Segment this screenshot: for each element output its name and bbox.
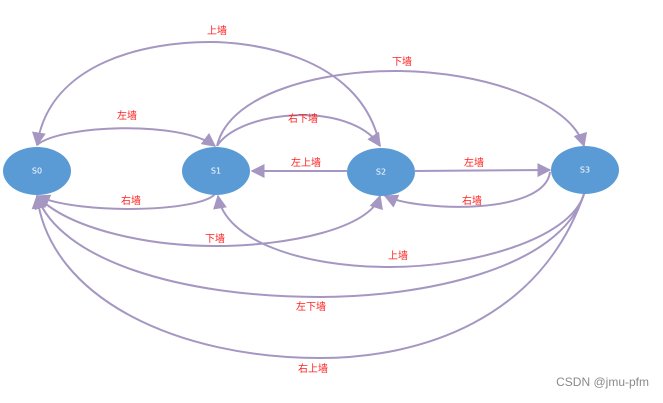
edge-label-s0-s1: 左墙 xyxy=(117,109,137,122)
edge-s1-s0-right-wall xyxy=(35,193,216,210)
edge-s2-s3-left-wall xyxy=(414,163,552,178)
edge-label-s3-s0-left-down: 左下墙 xyxy=(296,300,326,313)
edge-label-s3-s1: 上墙 xyxy=(388,249,408,262)
edge-s0-s2-down-wall xyxy=(36,194,383,248)
node-s2-label: S2 xyxy=(376,168,386,177)
edge-label-s0-s2: 下墙 xyxy=(205,232,225,245)
node-s3-label: S3 xyxy=(580,166,590,175)
edge-s3-s2-right-wall xyxy=(383,171,551,208)
edge-s3-s0-right-up-wall xyxy=(31,193,585,360)
node-s0[interactable]: S0 xyxy=(3,147,71,195)
node-s0-label: S0 xyxy=(32,167,42,176)
edge-label-s2-s1: 左上墙 xyxy=(291,156,321,169)
edge-s1-s3-down-wall xyxy=(216,69,588,148)
edge-label-s3-s0-right-up: 右上墙 xyxy=(298,362,328,375)
node-s1-label: S1 xyxy=(211,167,221,176)
edge-s1-s2-right-down-wall xyxy=(216,114,381,148)
edge-s2-s0-up-wall xyxy=(32,40,381,147)
watermark: CSDN @jmu-pfm xyxy=(556,375,649,389)
node-s3[interactable]: S3 xyxy=(551,146,619,194)
node-s2[interactable]: S2 xyxy=(347,148,415,196)
edge-label-s3-s2: 右墙 xyxy=(462,194,482,207)
edge-label-s2-s3: 左墙 xyxy=(464,156,484,169)
edge-label-s2-s0: 上墙 xyxy=(207,24,227,37)
edge-label-s1-s0: 右墙 xyxy=(121,194,141,207)
edge-label-s1-s2: 右下墙 xyxy=(288,112,318,125)
edge-s3-s0-left-down-wall xyxy=(34,193,585,299)
edge-s0-s1-left-wall xyxy=(36,127,217,147)
node-s1[interactable]: S1 xyxy=(182,147,250,195)
edge-label-s1-s3: 下墙 xyxy=(392,55,412,68)
edge-s3-s1-up-wall xyxy=(213,193,585,269)
